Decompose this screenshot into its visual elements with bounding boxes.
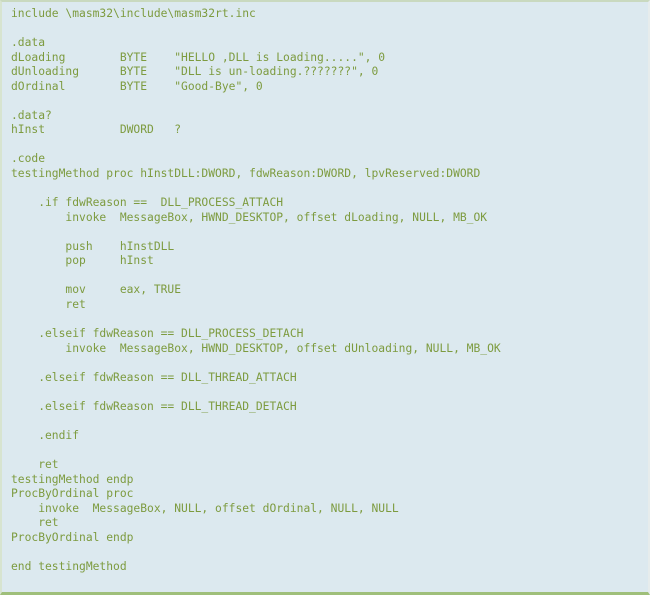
code-line [11,356,648,371]
code-line: testingMethod endp [11,472,134,486]
code-line: dLoading BYTE "HELLO ,DLL is Loading....… [11,50,386,64]
code-line [11,443,648,458]
code-line [11,312,648,327]
code-line: ProcByOrdinal endp [11,530,134,544]
code-line: hInst DWORD ? [11,123,182,137]
code-line: end testingMethod [11,559,127,573]
code-line [11,414,648,429]
code-line: .data? [11,108,52,122]
code-line: push hInstDLL [11,239,175,253]
code-line: invoke MessageBox, NULL, offset dOrdinal… [11,501,399,515]
code-line [11,545,648,560]
code-line: .if fdwReason == DLL_PROCESS_ATTACH [11,196,284,210]
code-line [11,138,648,153]
code-listing[interactable]: include \masm32\include\masm32rt.inc .da… [2,2,648,574]
code-line: ProcByOrdinal proc [11,487,134,501]
code-line: invoke MessageBox, HWND_DESKTOP, offset … [11,210,488,224]
code-line: .code [11,152,46,166]
code-line: include \masm32\include\masm32rt.inc [11,7,256,20]
code-line [11,225,648,240]
code-line: ret [11,297,86,311]
code-line [11,94,648,109]
code-line: dUnloading BYTE "DLL is un-loading.?????… [11,65,379,79]
code-line: invoke MessageBox, HWND_DESKTOP, offset … [11,341,501,355]
code-line [11,22,648,37]
code-line [11,385,648,400]
code-line: .elseif fdwReason == DLL_THREAD_DETACH [11,399,297,413]
code-line: testingMethod proc hInstDLL:DWORD, fdwRe… [11,167,481,181]
code-line: .data [11,36,46,50]
code-line: .elseif fdwReason == DLL_PROCESS_DETACH [11,327,304,341]
code-line [11,182,648,197]
code-line: pop hInst [11,254,154,268]
code-line: .elseif fdwReason == DLL_THREAD_ATTACH [11,370,297,384]
code-line: .endif [11,428,80,442]
code-line [11,269,648,284]
code-line: dOrdinal BYTE "Good-Bye", 0 [11,79,263,93]
code-line: mov eax, TRUE [11,283,182,297]
code-line: ret [11,457,59,471]
code-line: ret [11,516,59,530]
